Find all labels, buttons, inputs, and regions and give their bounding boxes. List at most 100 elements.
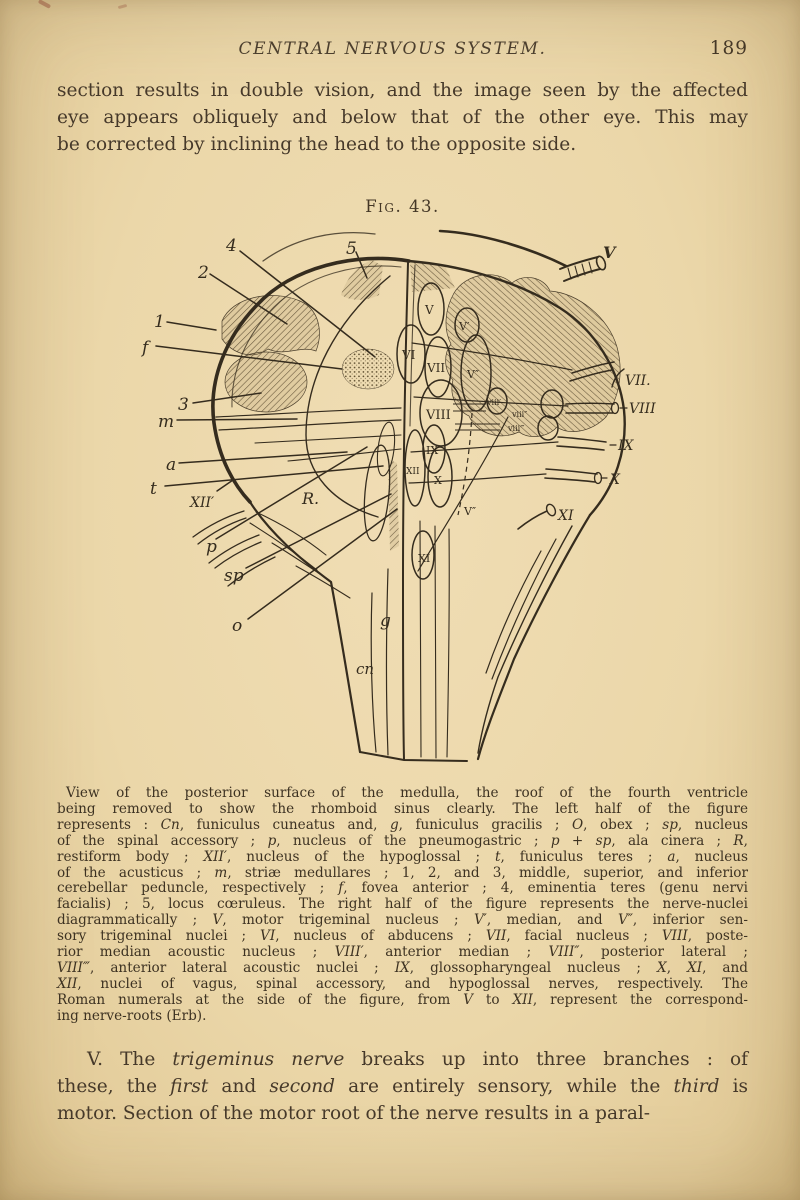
nucleus-label-vi: VI bbox=[401, 348, 416, 362]
fiber-to-root-vii bbox=[411, 342, 573, 371]
striae-medullares-line bbox=[254, 434, 402, 444]
text-line: XII, nuclei of vagus, spinal accessory, … bbox=[57, 975, 748, 992]
root-label-v: V bbox=[603, 243, 617, 262]
figure-outlines bbox=[192, 229, 628, 762]
text-line: Roman numerals at the side of the figure… bbox=[57, 991, 748, 1008]
nucleus-label-viii2: viii″ bbox=[511, 410, 527, 419]
cut-edge-top-left bbox=[262, 232, 376, 262]
nucleus-oval-v bbox=[417, 282, 445, 336]
nucleus-label-v1: V′ bbox=[458, 320, 470, 333]
stem-bottom-edge bbox=[359, 751, 468, 762]
root-label-ix: IX bbox=[617, 438, 635, 454]
hatched-band-ala-cinerea bbox=[388, 459, 399, 551]
root-label-xi: XI bbox=[557, 508, 574, 524]
nucleus-label-x: X bbox=[434, 474, 442, 487]
root-stub-x bbox=[544, 468, 598, 483]
nucleus-oval-viii-small bbox=[537, 415, 559, 441]
leader-line-1 bbox=[166, 321, 217, 331]
striae-medullares-line bbox=[218, 419, 402, 431]
figure-labels: 4 2 5 1 f 3 m a t XII′ R. p sp o g cn V … bbox=[140, 236, 656, 678]
text-line: eye appears obliquely and below that of … bbox=[57, 107, 748, 128]
text-line: facialis) ; 5, locus cœruleus. The right… bbox=[57, 896, 748, 913]
text-line: VIII‴, anterior lateral acoustic nuclei … bbox=[57, 959, 748, 976]
midline bbox=[401, 262, 409, 760]
nucleus-label-vii: VII bbox=[426, 361, 445, 375]
leader-line-3 bbox=[192, 392, 262, 404]
figure-label-t: t bbox=[150, 479, 157, 499]
leader-line-4 bbox=[239, 250, 376, 358]
nucleus-label-xii: XII bbox=[406, 467, 420, 477]
bracket-lines-viii bbox=[453, 403, 486, 412]
root-label-x: X bbox=[609, 472, 621, 488]
hatched-region-apex-right bbox=[410, 261, 455, 292]
leader-line-xii-prime bbox=[216, 479, 234, 492]
nucleus-label-v2: V″ bbox=[466, 368, 479, 381]
hatched-cerebellar-peduncles bbox=[221, 260, 621, 551]
nucleus-oval-vi bbox=[396, 324, 426, 384]
figure-label-p: p bbox=[206, 537, 217, 557]
nucleus-label-viii1: viii′ bbox=[486, 398, 501, 407]
hypoglossal-rootlet bbox=[208, 534, 262, 569]
figure-label-4: 4 bbox=[225, 236, 237, 256]
figure-43-illustration: 4 2 5 1 f 3 m a t XII′ R. p sp o g cn V … bbox=[140, 229, 656, 762]
root-tick-vii bbox=[611, 368, 625, 388]
text-line: ing nerve-roots (Erb). bbox=[57, 1007, 207, 1024]
root-cap-viii bbox=[610, 401, 620, 415]
root-cap-xi bbox=[545, 503, 557, 517]
leader-line-o bbox=[247, 508, 398, 620]
figure-label-xii-prime: XII′ bbox=[189, 495, 215, 511]
striae-medullares-line bbox=[287, 448, 402, 462]
hatched-region-superior-peduncle bbox=[221, 295, 320, 356]
nucleus-label-xi: XI bbox=[418, 552, 430, 565]
stippled-region-fovea-anterior bbox=[341, 348, 395, 390]
leader-line-p bbox=[215, 446, 368, 540]
page-number: 189 bbox=[709, 38, 748, 59]
hypoglossal-rootlet bbox=[227, 556, 276, 587]
bracket-lines-viii bbox=[455, 423, 500, 431]
lateral-bundle-line bbox=[491, 538, 557, 680]
nucleus-oval-viii-small bbox=[540, 389, 564, 419]
hatched-region-locus-coeruleus bbox=[341, 260, 383, 300]
left-dome-inner-line bbox=[231, 265, 402, 408]
nucleus-oval-viii-small bbox=[486, 387, 508, 415]
trigeminal-root-stripes bbox=[567, 261, 593, 280]
restiform-fan-line bbox=[249, 522, 318, 571]
figure-label-m: m bbox=[158, 412, 174, 432]
figure-label-f: f bbox=[140, 338, 151, 358]
fiber-to-root-viii bbox=[413, 396, 569, 407]
figure-caption: View of the posterior surface of the med… bbox=[57, 785, 748, 1025]
stem-interior-line bbox=[446, 528, 450, 758]
lateral-bundle-line bbox=[417, 416, 509, 572]
text-line: restiform body ; XII′, nucleus of the hy… bbox=[57, 848, 748, 865]
root-stub-xi bbox=[517, 510, 548, 530]
nucleus-oval-vii bbox=[424, 336, 452, 398]
leader-line-a bbox=[178, 451, 348, 464]
leader-line-m bbox=[176, 418, 298, 421]
figure-label-o: o bbox=[232, 616, 242, 636]
figure-label-cn: cn bbox=[356, 660, 374, 678]
stem-interior-line bbox=[434, 525, 437, 759]
leader-line-sp bbox=[245, 493, 392, 569]
stem-interior-line bbox=[385, 568, 389, 756]
trigeminal-root-edge bbox=[559, 256, 599, 270]
root-stub-vii bbox=[569, 361, 615, 382]
figure-label-3: 3 bbox=[178, 395, 189, 415]
text-line: of the spinal accessory ; p, nucleus of … bbox=[57, 832, 748, 849]
nucleus-label-viii3: viii‴ bbox=[507, 424, 524, 433]
restiform-fan-line bbox=[271, 542, 330, 581]
figure-label-sp: sp bbox=[224, 566, 244, 586]
left-taper-and-stem-edge bbox=[248, 500, 362, 754]
leader-line-t bbox=[164, 465, 384, 487]
right-dome-outline bbox=[407, 259, 626, 517]
nucleus-oval-x bbox=[427, 446, 453, 508]
fossa-left-boundary bbox=[305, 275, 391, 518]
figure-label-a: a bbox=[166, 455, 176, 475]
figure-label-5: 5 bbox=[346, 239, 357, 259]
figure-label-2: 2 bbox=[197, 263, 209, 283]
figure-caption-number: Fig. 43. bbox=[365, 197, 440, 216]
midline-second-line bbox=[409, 264, 416, 427]
nucleus-oval-viii bbox=[419, 379, 463, 447]
text-line: sory trigeminal nuclei ; VI, nucleus of … bbox=[57, 928, 748, 945]
stem-interior-line bbox=[419, 520, 422, 758]
